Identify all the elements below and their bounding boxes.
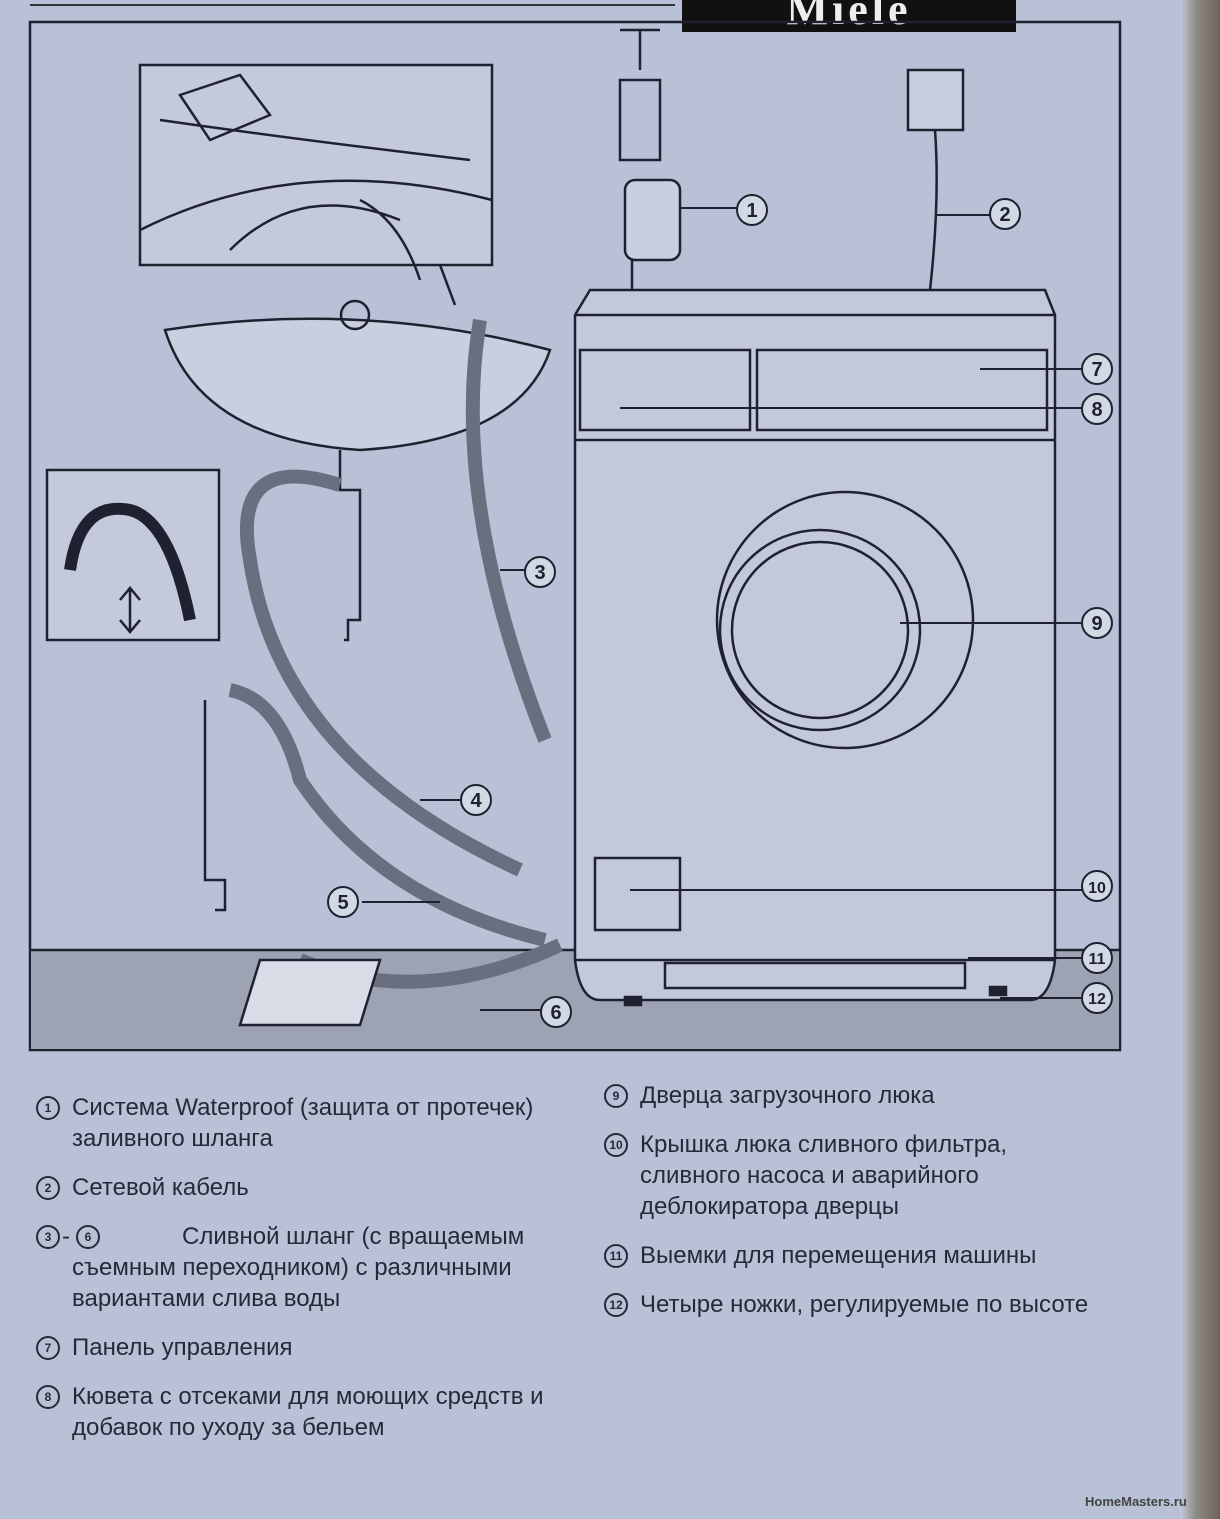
control-panel [755,348,1049,432]
foot [988,985,1008,997]
standpipe [203,700,227,912]
svg-text:12: 12 [1088,991,1106,1008]
svg-text:1: 1 [746,200,757,222]
callout-3: 3 [524,556,556,588]
callout-12: 12 [1081,982,1113,1014]
legend-number: 12 [604,1293,628,1317]
legend-right: 9 Дверца загрузочного люка 10 Крышка люка … [604,1080,1104,1338]
svg-text:2: 2 [999,204,1010,226]
callout-9: 9 [1081,607,1113,639]
callout-4: 4 [460,784,492,816]
callout-7: 7 [1081,353,1113,385]
svg-text:10: 10 [1088,880,1106,897]
legend-text: Кювета с отсеками для моющих средств и д… [72,1383,544,1441]
legend-number: 6 [76,1225,100,1249]
legend-number: 2 [36,1176,60,1200]
transport-recess [663,961,967,990]
sink-siphon [338,450,362,642]
header-rule [30,4,675,6]
legend-left: 1 Система Waterproof (защита от протечек)… [36,1092,566,1461]
legend-item: 1 Система Waterproof (защита от протечек)… [36,1092,566,1154]
figure-frame [28,20,1122,1052]
svg-text:11: 11 [1089,951,1106,968]
drain-hose-5 [228,683,547,947]
water-tap [618,28,662,162]
legend-text: Дверца загрузочного люка [640,1082,935,1109]
callout-8: 8 [1081,393,1113,425]
door-glass [718,528,922,732]
callout-1: 1 [736,194,768,226]
miele-logo: Miele [682,0,1016,32]
drain-hose-3 [465,318,552,743]
legend-text: Система Waterproof (защита от протечек) … [72,1094,534,1152]
callout-2: 2 [989,198,1021,230]
legend-number: 7 [36,1336,60,1360]
legend-item: 10 Крышка люка сливного фильтра, сливного… [604,1129,1104,1222]
svg-text:4: 4 [470,790,482,812]
waterproof-valve [623,178,682,262]
legend-text: Сливной шланг (с вращаемым съемным перех… [72,1223,525,1312]
machine-body [573,288,1057,1002]
floor-drain [238,958,382,1027]
legend-number: 9 [604,1084,628,1108]
svg-text:3: 3 [534,562,545,584]
legend-text: Сетевой кабель [72,1174,249,1201]
legend-item: 8 Кювета с отсеками для моющих средств и … [36,1381,566,1443]
legend-range-separator: - [62,1223,70,1250]
legend-item: 2 Сетевой кабель [36,1172,566,1203]
legend-text: Крышка люка сливного фильтра, сливного н… [640,1131,1008,1220]
watermark: HomeMasters.ru [1085,1494,1187,1509]
legend-text: Панель управления [72,1334,293,1361]
power-cable [928,129,938,291]
legend-item: 11 Выемки для перемещения машины [604,1240,1104,1271]
inset-tap-detail [138,63,494,267]
power-socket [906,68,965,132]
sink [163,317,552,452]
table-edge [1180,0,1220,1519]
filter-flap [593,856,682,932]
door-outer [715,490,975,750]
legend-text: Четыре ножки, регулируемые по высоте [640,1291,1089,1318]
legend-item: 9 Дверца загрузочного люка [604,1080,1104,1111]
legend-number: 10 [604,1133,628,1157]
svg-text:6: 6 [550,1002,561,1024]
legend-number: 3 [36,1225,60,1249]
legend-number: 1 [36,1096,60,1120]
washing-machine-diagram: 1 2 3 4 5 6 7 8 9 10 11 12 [28,20,1122,1052]
callout-5: 5 [327,886,359,918]
svg-text:9: 9 [1091,613,1102,635]
callout-11: 11 [1081,942,1113,974]
svg-text:8: 8 [1091,399,1102,421]
legend-text: Выемки для перемещения машины [640,1242,1037,1269]
callout-6: 6 [540,996,572,1028]
drain-hose-4 [239,469,523,877]
height-adjust-arrow [119,586,141,634]
svg-text:5: 5 [337,892,348,914]
foot [623,995,643,1007]
callout-10: 10 [1081,870,1113,902]
legend-item: 7 Панель управления [36,1332,566,1363]
sink-tap [339,299,371,331]
legend-item: 12 Четыре ножки, регулируемые по высоте [604,1289,1104,1320]
svg-text:7: 7 [1091,359,1102,381]
legend-number: 8 [36,1385,60,1409]
legend-number: 11 [604,1244,628,1268]
inset-tap-lines [139,73,493,281]
detergent-drawer [578,348,752,432]
